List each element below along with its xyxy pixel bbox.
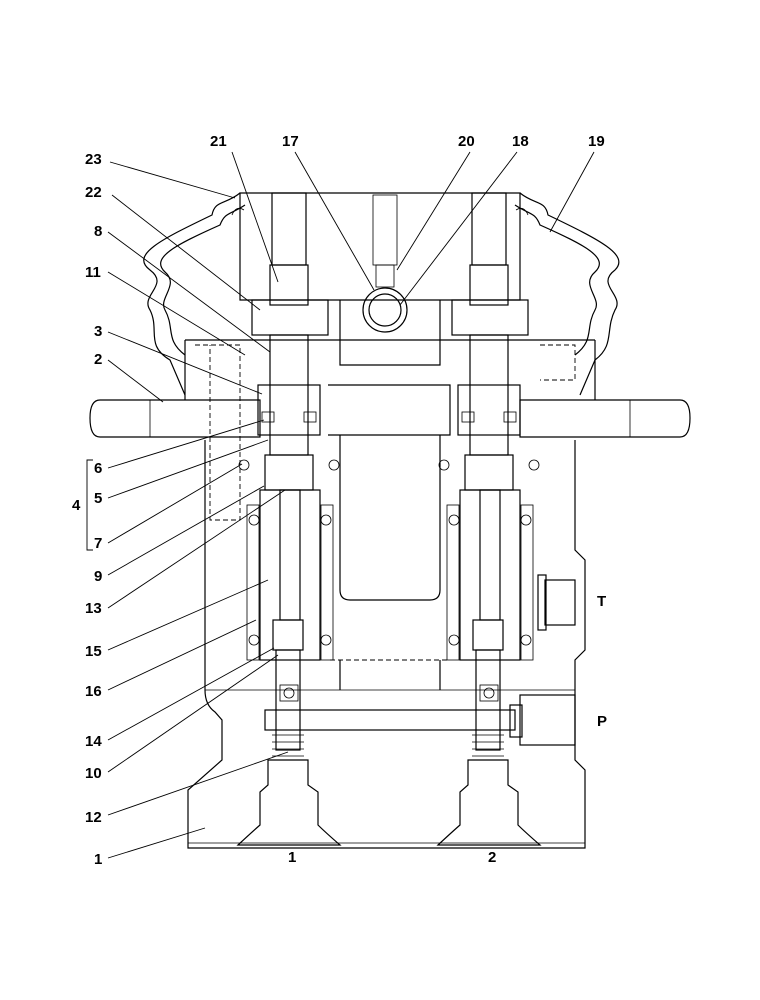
port-label-1: 1 [288, 849, 296, 866]
callout-1: 1 [94, 851, 102, 868]
callout-labels: 21 17 20 18 19 23 22 8 11 3 2 6 5 4 7 9 … [72, 133, 605, 868]
callout-12: 12 [85, 809, 102, 826]
right-plunger-assembly [436, 192, 542, 846]
callout-8: 8 [94, 223, 102, 240]
port-label-t: T [597, 593, 606, 610]
callout-19: 19 [588, 133, 605, 150]
callout-23: 23 [85, 151, 102, 168]
port-label-p: P [597, 713, 607, 730]
callout-14: 14 [85, 733, 102, 750]
callout-20: 20 [458, 133, 475, 150]
callout-22: 22 [85, 184, 102, 201]
callout-21: 21 [210, 133, 227, 150]
callout-2: 2 [94, 351, 102, 368]
callout-3: 3 [94, 323, 102, 340]
internal-passages [195, 344, 576, 731]
callout-4: 4 [72, 497, 81, 514]
callout-18: 18 [512, 133, 529, 150]
callout-17: 17 [282, 133, 299, 150]
rubber-boot [143, 192, 620, 396]
callout-5: 5 [94, 490, 102, 507]
callout-9: 9 [94, 568, 102, 585]
cam-plate [339, 194, 441, 366]
leader-lines [107, 151, 595, 859]
port-label-2: 2 [488, 849, 496, 866]
callout-16: 16 [85, 683, 102, 700]
callout-15: 15 [85, 643, 102, 660]
callout-13: 13 [85, 600, 102, 617]
callout-10: 10 [85, 765, 102, 782]
callout-7: 7 [94, 535, 102, 552]
callout-6: 6 [94, 460, 102, 477]
port-labels: T P 1 2 [288, 593, 607, 866]
mounting-flange [89, 339, 691, 438]
port-fittings [509, 574, 576, 746]
callout-11: 11 [85, 264, 101, 281]
assembly-4-bracket [86, 459, 93, 551]
left-plunger-assembly [236, 192, 342, 846]
valve-body [187, 440, 586, 849]
